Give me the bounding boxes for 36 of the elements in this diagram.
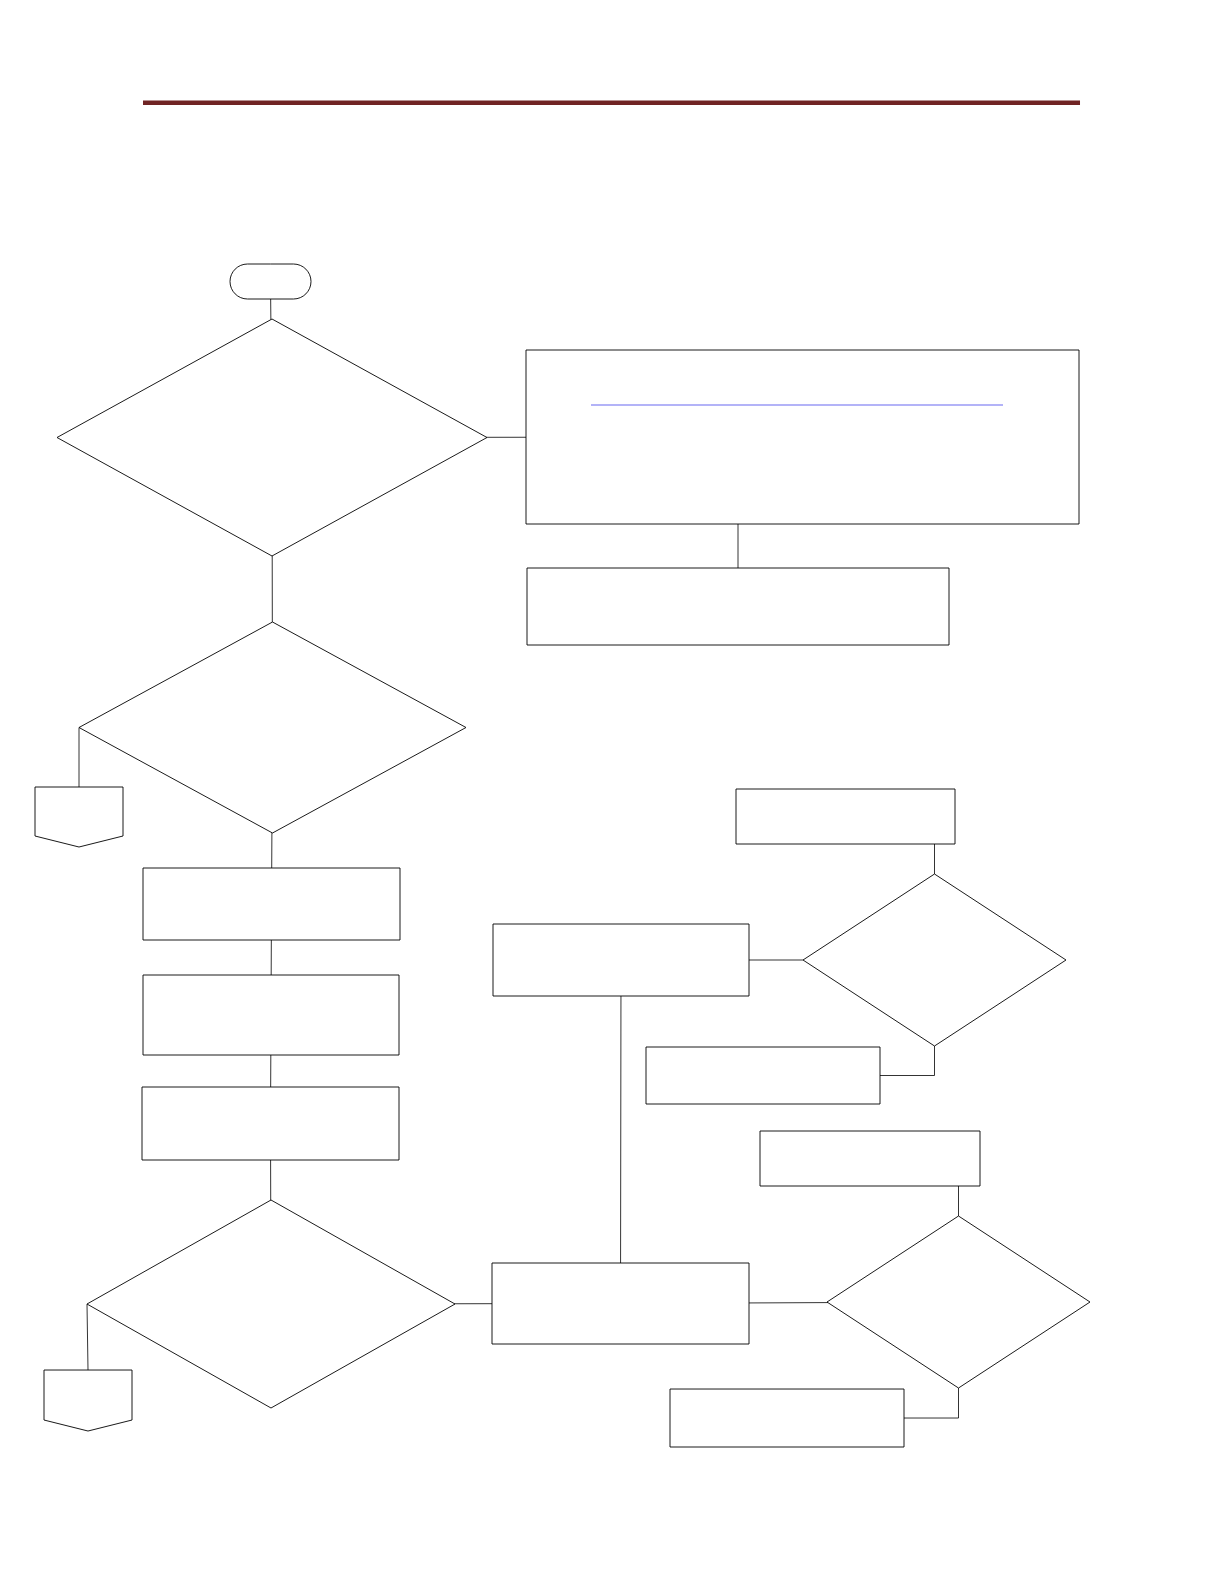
offpage-connector xyxy=(43,1369,133,1432)
connector-line xyxy=(958,1185,959,1217)
connector-line xyxy=(748,1302,829,1304)
connector-line xyxy=(934,843,935,875)
process-box xyxy=(525,349,1080,525)
connector-line xyxy=(271,832,273,869)
process-box xyxy=(142,974,400,1056)
connector-line xyxy=(270,939,272,976)
connector-line xyxy=(486,436,527,438)
connector-line xyxy=(879,1045,935,1076)
decision-diamond xyxy=(86,1199,456,1409)
process-box xyxy=(141,1086,400,1161)
connector-line xyxy=(270,1159,272,1201)
process-box xyxy=(759,1130,981,1187)
connector-line xyxy=(78,727,80,788)
connector-line xyxy=(737,523,739,569)
decision-diamond xyxy=(826,1215,1091,1389)
offpage-connector xyxy=(34,786,124,848)
process-box xyxy=(735,788,956,845)
process-box xyxy=(492,923,750,997)
process-box xyxy=(645,1046,881,1105)
process-box xyxy=(526,567,950,646)
connector-line xyxy=(454,1303,493,1305)
process-box xyxy=(491,1262,750,1345)
connector-line xyxy=(271,555,273,623)
process-box xyxy=(142,867,401,941)
connector-line xyxy=(620,995,622,1264)
connector-line xyxy=(86,1303,89,1371)
connector-line xyxy=(748,959,804,961)
decision-diamond xyxy=(56,318,488,557)
decision-diamond xyxy=(802,873,1067,1047)
connector-line xyxy=(270,1054,272,1088)
connector-line xyxy=(903,1387,959,1419)
process-box xyxy=(669,1388,905,1448)
connector-line xyxy=(270,298,272,320)
decision-diamond xyxy=(78,621,467,834)
